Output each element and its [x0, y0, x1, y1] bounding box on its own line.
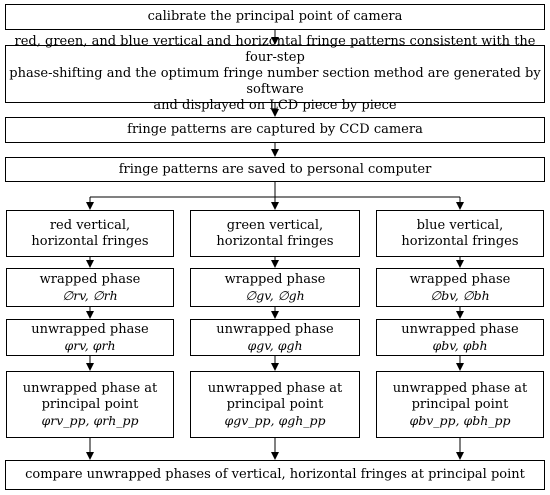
red-wrapped-label: wrapped phase	[39, 271, 141, 287]
green-unwrapped-box: unwrapped phase φgv, φgh	[190, 319, 360, 356]
blue-unwrapped-symbols: φbv, φbh	[432, 337, 488, 353]
red-unwrapped-symbols: φrv, φrh	[64, 337, 116, 353]
red-wrapped-symbols: ∅rv, ∅rh	[62, 287, 118, 303]
blue-pp-symbols: φbv_pp, φbh_pp	[409, 412, 511, 428]
red-pp-line-1: unwrapped phase at	[22, 380, 158, 396]
red-pp-line-2: principal point	[41, 396, 139, 412]
capture-step: fringe patterns are captured by CCD came…	[5, 117, 545, 143]
blue-wrapped-label: wrapped phase	[409, 271, 511, 287]
red-pp-symbols: φrv_pp, φrh_pp	[41, 412, 139, 428]
green-wrapped-box: wrapped phase ∅gv, ∅gh	[190, 268, 360, 307]
blue-pp-line-1: unwrapped phase at	[392, 380, 528, 396]
capture-text: fringe patterns are captured by CCD came…	[127, 122, 423, 137]
green-fringe-box: green vertical, horizontal fringes	[190, 210, 360, 257]
green-wrapped-label: wrapped phase	[224, 271, 326, 287]
green-pp-box: unwrapped phase at principal point φgv_p…	[190, 371, 360, 438]
generate-line-3: and displayed on LCD piece by piece	[153, 98, 397, 113]
green-fringe-line-1: green vertical,	[226, 217, 324, 233]
blue-wrapped-symbols: ∅bv, ∅bh	[430, 287, 490, 303]
blue-pp-box: unwrapped phase at principal point φbv_p…	[376, 371, 544, 438]
blue-wrapped-box: wrapped phase ∅bv, ∅bh	[376, 268, 544, 307]
blue-fringe-line-2: horizontal fringes	[401, 233, 519, 249]
green-unwrapped-label: unwrapped phase	[216, 321, 334, 337]
generate-step: red, green, and blue vertical and horizo…	[5, 34, 545, 113]
blue-unwrapped-label: unwrapped phase	[401, 321, 519, 337]
red-wrapped-box: wrapped phase ∅rv, ∅rh	[6, 268, 174, 307]
green-pp-line-1: unwrapped phase at	[207, 380, 343, 396]
calibrate-text: calibrate the principal point of camera	[147, 9, 403, 24]
red-fringe-line-1: red vertical,	[49, 217, 131, 233]
calibrate-step: calibrate the principal point of camera	[5, 4, 545, 30]
blue-unwrapped-box: unwrapped phase φbv, φbh	[376, 319, 544, 356]
green-wrapped-symbols: ∅gv, ∅gh	[245, 287, 305, 303]
red-unwrapped-label: unwrapped phase	[31, 321, 149, 337]
red-unwrapped-box: unwrapped phase φrv, φrh	[6, 319, 174, 356]
compare-step: compare unwrapped phases of vertical, ho…	[5, 460, 545, 490]
generate-line-2: phase-shifting and the optimum fringe nu…	[9, 66, 541, 97]
blue-pp-line-2: principal point	[411, 396, 509, 412]
save-step: fringe patterns are saved to personal co…	[5, 157, 545, 182]
blue-fringe-box: blue vertical, horizontal fringes	[376, 210, 544, 257]
red-fringe-box: red vertical, horizontal fringes	[6, 210, 174, 257]
save-text: fringe patterns are saved to personal co…	[118, 161, 432, 177]
compare-text: compare unwrapped phases of vertical, ho…	[25, 467, 525, 482]
red-pp-box: unwrapped phase at principal point φrv_p…	[6, 371, 174, 438]
generate-line-1: red, green, and blue vertical and horizo…	[14, 34, 536, 65]
green-pp-symbols: φgv_pp, φgh_pp	[224, 412, 326, 428]
green-fringe-line-2: horizontal fringes	[216, 233, 334, 249]
green-unwrapped-symbols: φgv, φgh	[247, 337, 303, 353]
green-pp-line-2: principal point	[226, 396, 324, 412]
blue-fringe-line-1: blue vertical,	[416, 217, 504, 233]
red-fringe-line-2: horizontal fringes	[31, 233, 149, 249]
